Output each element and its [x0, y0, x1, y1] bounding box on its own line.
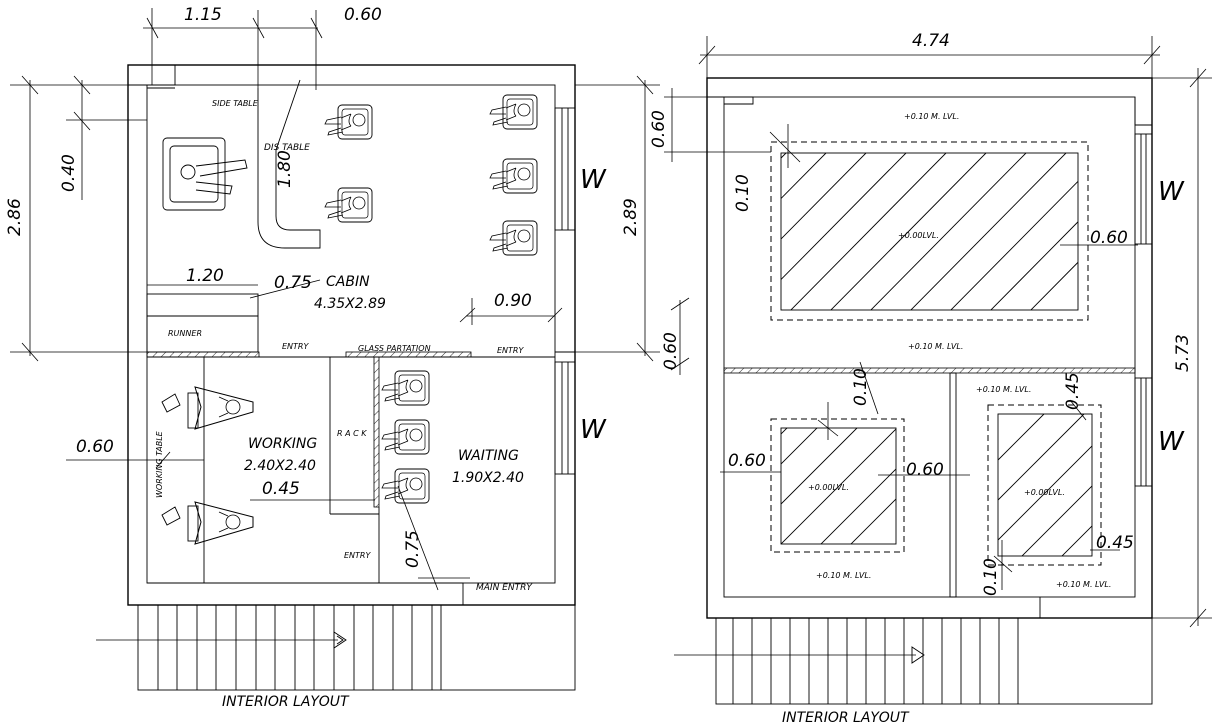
dim-label: 1.80 [275, 150, 295, 188]
dim-label: 0.60 [661, 332, 681, 370]
window-label: W [1158, 427, 1185, 457]
window-label: W [580, 415, 607, 445]
cabin-desk-chair-icon [162, 137, 248, 211]
working-label: WORKING [248, 436, 317, 452]
dim-label: 0.75 [403, 530, 423, 568]
left-dimensions [10, 8, 690, 591]
chair-icon [381, 419, 430, 455]
pit-level-label: +0.00LVL. [898, 231, 939, 240]
glass-partition-label: GLASS PARTATION [358, 344, 431, 353]
dim-label: 0.10 [851, 368, 871, 406]
level-label: +0.10 M. LVL. [976, 385, 1031, 394]
dim-label: 2.89 [621, 198, 641, 236]
right-dimensions [664, 36, 1212, 628]
dis-table-label: DIS TABLE [264, 143, 310, 153]
cabin-label: CABIN [326, 274, 370, 290]
dim-label: 4.74 [912, 31, 950, 51]
right-stairs [674, 618, 1019, 704]
left-stairs [96, 605, 442, 690]
dim-label: 2.86 [5, 198, 25, 236]
level-label: +0.10 M. LVL. [908, 342, 963, 351]
dim-label: 0.45 [1096, 533, 1134, 553]
window-label: W [1158, 177, 1185, 207]
window-label: W [580, 165, 607, 195]
level-label: +0.10 M. LVL. [816, 571, 871, 580]
chair-icon [381, 370, 430, 406]
chair-icon [381, 468, 430, 504]
level-label: +0.10 M. LVL. [904, 112, 959, 121]
chair-icon [489, 94, 538, 130]
dim-label: 0.40 [59, 154, 79, 192]
right-floor-plan: 4.74 0.60 5.73 +0.10 M. LVL. 0.10 +0.00L… [649, 31, 1212, 726]
pit-level-label: +0.00LVL. [1024, 488, 1065, 497]
level-label: +0.10 M. LVL. [1056, 580, 1111, 589]
drawing-title: INTERIOR LAYOUT [782, 710, 910, 726]
chair-icon [324, 187, 373, 223]
side-table-label: SIDE TABLE [212, 99, 259, 108]
chair-icon [489, 220, 538, 256]
dim-label: 0.60 [728, 451, 766, 471]
rack-label: R A C K [337, 429, 367, 438]
entry-label: ENTRY [497, 346, 524, 355]
runner-label: RUNNER [168, 329, 202, 338]
dim-label: 0.60 [906, 460, 944, 480]
waiting-label: WAITING [458, 448, 519, 464]
dim-label: 0.60 [344, 5, 382, 25]
chair-icon [489, 158, 538, 194]
dim-label: 0.60 [649, 110, 669, 148]
cabin-size-label: 4.35X2.89 [314, 296, 386, 312]
dim-label: 5.73 [1173, 334, 1193, 372]
left-floor-plan: 1.15 0.60 2.86 0.40 2.89 SIDE TABLE DIS … [5, 5, 690, 710]
main-entry-label: MAIN ENTRY [476, 583, 533, 593]
dim-label: 0.45 [1063, 372, 1083, 410]
chair-icon [324, 104, 373, 140]
dim-label: 0.75 [274, 273, 312, 293]
dim-label: 0.90 [494, 291, 532, 311]
dim-label: 1.15 [184, 5, 222, 25]
dim-label: 0.60 [1090, 228, 1128, 248]
entry-label: ENTRY [344, 551, 371, 560]
dim-label: 0.10 [981, 558, 1001, 596]
waiting-size-label: 1.90X2.40 [452, 470, 524, 486]
dim-label: 0.60 [76, 437, 114, 457]
working-table-label: WORKING TABLE [155, 430, 164, 498]
working-size-label: 2.40X2.40 [244, 458, 316, 474]
computer-icon [161, 392, 199, 542]
dim-label: 1.20 [186, 266, 224, 286]
entry-label: ENTRY [282, 342, 309, 351]
drawing-title: INTERIOR LAYOUT [222, 694, 350, 710]
dim-label: 0.10 [733, 174, 753, 212]
pit-level-label: +0.00LVL. [808, 483, 849, 492]
dim-label: 0.45 [262, 479, 300, 499]
